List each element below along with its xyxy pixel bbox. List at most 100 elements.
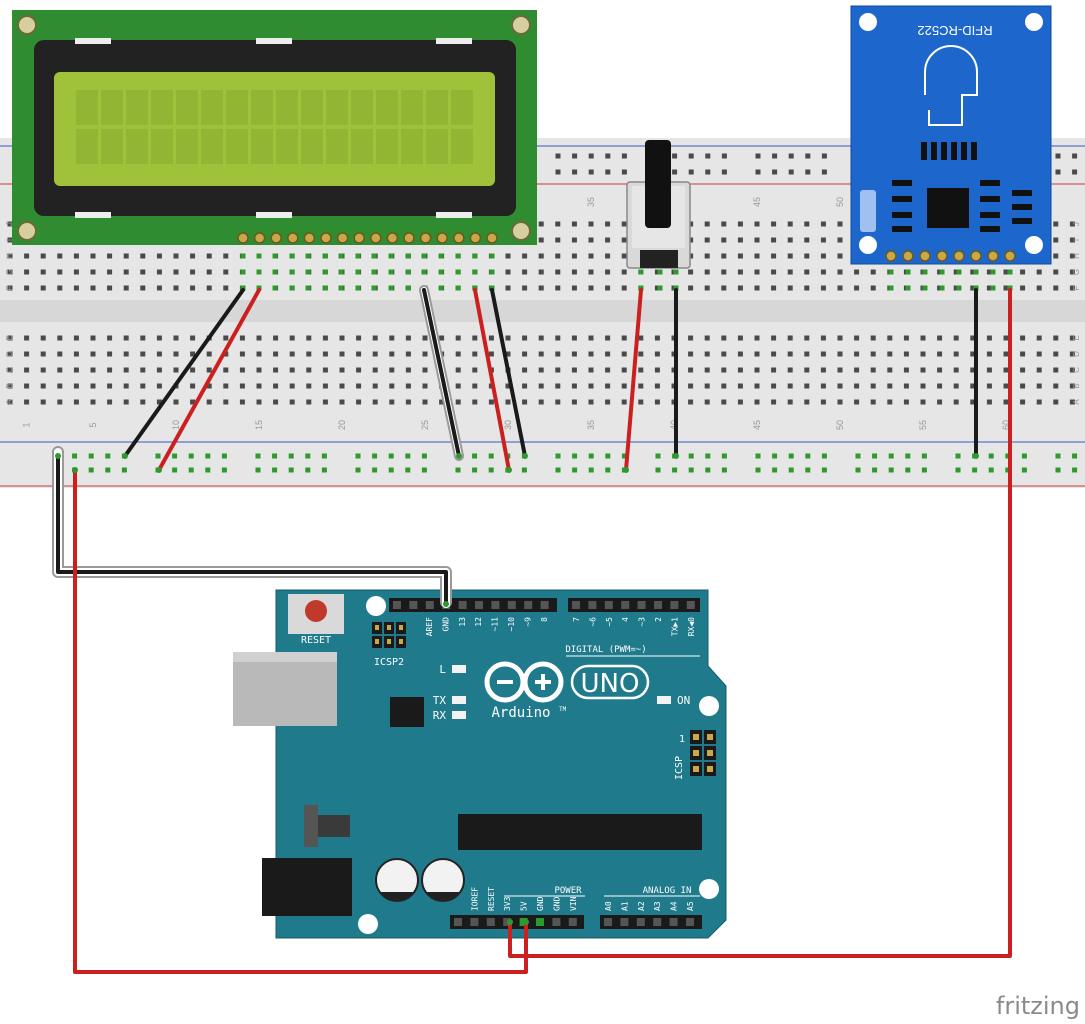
breadboard-hole[interactable] [1036, 351, 1042, 357]
breadboard-hole[interactable] [206, 399, 212, 405]
breadboard-hole[interactable] [488, 335, 494, 341]
breadboard-hole[interactable] [986, 269, 992, 275]
rfid-pin[interactable] [885, 250, 897, 262]
breadboard-hole[interactable] [273, 383, 279, 389]
breadboard-hole[interactable] [140, 367, 146, 373]
breadboard-hole[interactable] [688, 351, 694, 357]
breadboard-hole[interactable] [654, 351, 660, 357]
breadboard-hole[interactable] [107, 383, 113, 389]
breadboard-hole[interactable] [804, 351, 810, 357]
breadboard-hole[interactable] [1036, 367, 1042, 373]
rfid-pin[interactable] [902, 250, 914, 262]
breadboard-hole[interactable] [1069, 351, 1075, 357]
breadboard-hole[interactable] [24, 351, 30, 357]
breadboard-hole[interactable] [771, 253, 777, 259]
breadboard-hole[interactable] [7, 253, 13, 259]
breadboard-hole[interactable] [73, 367, 79, 373]
breadboard-hole[interactable] [588, 285, 594, 291]
breadboard-hole[interactable] [223, 351, 229, 357]
breadboard-hole[interactable] [638, 367, 644, 373]
breadboard-hole[interactable] [173, 335, 179, 341]
breadboard-hole[interactable] [156, 335, 162, 341]
digital-pin[interactable] [654, 601, 662, 609]
breadboard-hole[interactable] [1003, 351, 1009, 357]
digital-pin[interactable] [507, 601, 516, 609]
breadboard-hole[interactable] [372, 383, 378, 389]
breadboard-hole[interactable] [870, 285, 876, 291]
breadboard-hole[interactable] [986, 399, 992, 405]
breadboard-hole[interactable] [140, 269, 146, 275]
rail-hole[interactable] [405, 453, 411, 459]
breadboard-hole[interactable] [804, 285, 810, 291]
breadboard-hole[interactable] [870, 269, 876, 275]
breadboard-hole[interactable] [73, 351, 79, 357]
breadboard-hole[interactable] [256, 351, 262, 357]
breadboard-hole[interactable] [986, 351, 992, 357]
breadboard-hole[interactable] [837, 285, 843, 291]
rail-hole[interactable] [588, 467, 594, 473]
breadboard-hole[interactable] [7, 269, 13, 275]
breadboard-hole[interactable] [40, 351, 46, 357]
rail-hole[interactable] [1072, 153, 1078, 159]
breadboard-hole[interactable] [787, 383, 793, 389]
breadboard-hole[interactable] [1036, 399, 1042, 405]
breadboard-hole[interactable] [837, 351, 843, 357]
breadboard-hole[interactable] [1053, 335, 1059, 341]
lcd-pin[interactable] [336, 232, 349, 244]
breadboard-hole[interactable] [7, 237, 13, 243]
rail-hole[interactable] [888, 467, 894, 473]
breadboard-hole[interactable] [90, 285, 96, 291]
breadboard-hole[interactable] [90, 399, 96, 405]
wire-arduino-3v3-to-rfid[interactable] [508, 288, 1012, 958]
breadboard-hole[interactable] [920, 399, 926, 405]
breadboard-hole[interactable] [638, 383, 644, 389]
breadboard-hole[interactable] [588, 383, 594, 389]
breadboard-hole[interactable] [1053, 269, 1059, 275]
breadboard-hole[interactable] [804, 335, 810, 341]
breadboard-hole[interactable] [57, 367, 63, 373]
rail-hole[interactable] [705, 453, 711, 459]
lcd-pin[interactable] [436, 232, 448, 244]
rail-hole[interactable] [472, 467, 478, 473]
breadboard-hole[interactable] [190, 351, 196, 357]
rail-hole[interactable] [921, 467, 927, 473]
rail-hole[interactable] [688, 169, 694, 175]
breadboard-hole[interactable] [505, 351, 511, 357]
breadboard-hole[interactable] [522, 253, 528, 259]
breadboard-hole[interactable] [505, 335, 511, 341]
breadboard-hole[interactable] [638, 399, 644, 405]
breadboard-hole[interactable] [638, 351, 644, 357]
breadboard-hole[interactable] [522, 367, 528, 373]
breadboard-hole[interactable] [123, 383, 129, 389]
wire-lcd-k-to-gnd-rail[interactable] [490, 288, 527, 458]
breadboard-hole[interactable] [588, 367, 594, 373]
breadboard-hole[interactable] [588, 221, 594, 227]
breadboard-hole[interactable] [7, 367, 13, 373]
breadboard-hole[interactable] [1020, 269, 1026, 275]
breadboard-hole[interactable] [555, 285, 561, 291]
breadboard-hole[interactable] [140, 399, 146, 405]
breadboard-hole[interactable] [953, 335, 959, 341]
rail-hole[interactable] [655, 453, 661, 459]
rail-hole[interactable] [1021, 453, 1027, 459]
rail-hole[interactable] [172, 467, 178, 473]
rail-hole[interactable] [572, 153, 578, 159]
breadboard-hole[interactable] [472, 399, 478, 405]
breadboard-hole[interactable] [588, 237, 594, 243]
breadboard-hole[interactable] [937, 335, 943, 341]
breadboard-hole[interactable] [505, 253, 511, 259]
breadboard-hole[interactable] [422, 399, 428, 405]
breadboard-hole[interactable] [156, 383, 162, 389]
breadboard-hole[interactable] [621, 269, 627, 275]
breadboard-hole[interactable] [721, 237, 727, 243]
rail-hole[interactable] [605, 467, 611, 473]
rail-hole[interactable] [572, 453, 578, 459]
rail-hole[interactable] [355, 453, 361, 459]
breadboard-hole[interactable] [173, 367, 179, 373]
rail-hole[interactable] [605, 153, 611, 159]
breadboard-hole[interactable] [804, 399, 810, 405]
rail-hole[interactable] [1021, 467, 1027, 473]
reset-button[interactable] [305, 600, 327, 622]
breadboard-hole[interactable] [804, 383, 810, 389]
breadboard-hole[interactable] [854, 269, 860, 275]
